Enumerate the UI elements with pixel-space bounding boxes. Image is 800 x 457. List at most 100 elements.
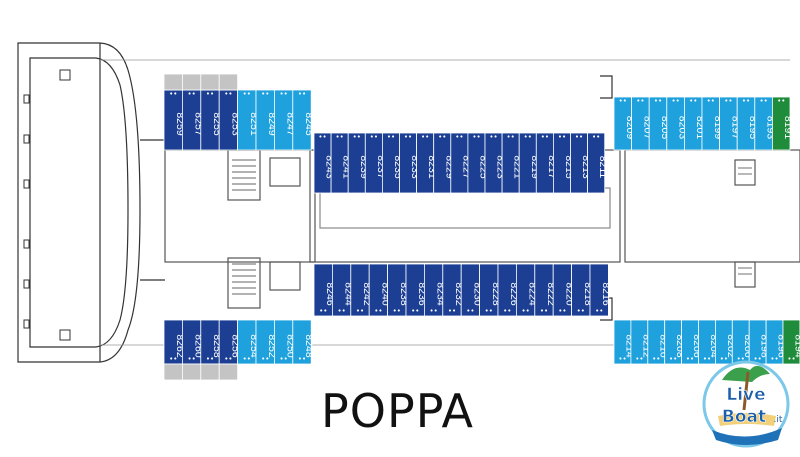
berth-icon: ••: [489, 133, 497, 141]
cabin-number: 8245: [303, 112, 315, 136]
berth-icon: ••: [187, 355, 195, 363]
berth-icon: ••: [206, 355, 214, 363]
berth-icon: ••: [635, 355, 643, 363]
cabin-8191[interactable]: 8191 ••: [772, 96, 794, 151]
berth-icon: ••: [438, 133, 446, 141]
portholes: [23, 69, 71, 341]
berth-icon: ••: [421, 133, 429, 141]
berth-icon: ••: [353, 133, 361, 141]
berth-icon: ••: [393, 307, 401, 315]
berth-icon: ••: [472, 133, 480, 141]
berth-icon: ••: [261, 90, 269, 98]
berth-icon: ••: [319, 307, 327, 315]
berth-icon: ••: [503, 307, 511, 315]
berth-icon: ••: [387, 133, 395, 141]
cabin-8230[interactable]: 8230••: [460, 263, 483, 317]
berth-icon: ••: [724, 97, 732, 105]
berth-icon: ••: [404, 133, 412, 141]
berth-icon: ••: [671, 97, 679, 105]
berth-icon: ••: [558, 307, 566, 315]
berth-icon: ••: [224, 90, 232, 98]
berth-icon: ••: [507, 133, 515, 141]
berth-icon: ••: [754, 355, 762, 363]
berth-icon: ••: [455, 133, 463, 141]
berth-icon: ••: [374, 307, 382, 315]
logo-text-suffix: .it: [774, 415, 783, 425]
berth-icon: ••: [619, 97, 627, 105]
cabin-balcony: [218, 363, 238, 381]
berth-icon: ••: [742, 97, 750, 105]
berth-icon: ••: [337, 307, 345, 315]
logo-text-live: Live: [726, 385, 765, 405]
berth-icon: ••: [370, 133, 378, 141]
cabin-8259[interactable]: 8259••: [163, 89, 186, 151]
berth-icon: ••: [577, 307, 585, 315]
berth-icon: ••: [720, 355, 728, 363]
logo-text-boat: Boat: [722, 407, 766, 427]
cabin-balcony: [181, 363, 202, 381]
berth-icon: ••: [336, 133, 344, 141]
cabin-balcony: [200, 363, 220, 381]
berth-icon: ••: [243, 90, 251, 98]
cabin-balcony: [163, 73, 183, 91]
cabin-number: 8251: [248, 112, 260, 136]
cabin-8239[interactable]: 8239••: [347, 132, 370, 194]
berth-icon: ••: [541, 133, 549, 141]
cabin-8251[interactable]: 8251 ••: [237, 89, 260, 151]
berth-icon: ••: [777, 97, 785, 105]
cabin-8242[interactable]: 8242••: [350, 263, 373, 317]
berth-icon: ••: [575, 133, 583, 141]
cabin-8229[interactable]: 8229••: [433, 132, 456, 194]
cabin-8245[interactable]: 8245••: [292, 89, 315, 151]
berth-icon: ••: [521, 307, 529, 315]
berth-icon: ••: [652, 355, 660, 363]
berth-icon: ••: [689, 97, 697, 105]
berth-icon: ••: [429, 307, 437, 315]
cabin-number: 8254: [248, 334, 260, 358]
berth-icon: ••: [686, 355, 694, 363]
cabin-box: [587, 132, 606, 194]
berth-icon: ••: [169, 355, 177, 363]
cabin-balcony: [163, 363, 183, 381]
deck-title: POPPA: [0, 384, 800, 438]
berth-icon: ••: [356, 307, 364, 315]
berth-icon: ••: [224, 355, 232, 363]
cabin-8211[interactable]: 8211 ••: [587, 132, 610, 194]
cabin-number: 8248: [303, 334, 315, 358]
deck-title-text: POPPA: [321, 384, 474, 438]
berth-icon: ••: [787, 355, 795, 363]
berth-icon: ••: [759, 97, 767, 105]
berth-icon: ••: [558, 133, 566, 141]
cabin-number: 8191: [782, 116, 794, 140]
cabin-8194[interactable]: 8194••: [782, 319, 800, 365]
cabin-box: [589, 263, 609, 317]
cabin-8250[interactable]: 8250••: [273, 319, 297, 365]
cabin-8254[interactable]: 8254••: [237, 319, 260, 365]
berth-icon: ••: [485, 307, 493, 315]
cabin-8216[interactable]: 8216••: [589, 263, 612, 317]
berth-icon: ••: [411, 307, 419, 315]
berth-icon: ••: [187, 90, 195, 98]
berth-icon: ••: [466, 307, 474, 315]
berth-icon: ••: [703, 355, 711, 363]
berth-icon: ••: [261, 355, 269, 363]
berth-icon: ••: [669, 355, 677, 363]
liveboat-logo: Live Boat .it: [702, 360, 790, 448]
cabin-8248[interactable]: 8248••: [292, 319, 315, 365]
cabin-box: [292, 319, 312, 365]
berth-icon: ••: [206, 90, 214, 98]
berth-icon: ••: [707, 97, 715, 105]
berth-icon: ••: [298, 355, 306, 363]
berth-icon: ••: [169, 90, 177, 98]
cabin-8222[interactable]: 8222••: [534, 263, 557, 317]
cabin-box: [292, 89, 312, 151]
cabin-balcony: [181, 73, 202, 91]
berth-icon: ••: [448, 307, 456, 315]
berth-icon: ••: [595, 307, 603, 315]
cabin-8256[interactable]: 8256••: [218, 319, 241, 365]
cabin-number: 8211: [597, 156, 609, 179]
berth-icon: ••: [770, 355, 778, 363]
berth-icon: ••: [540, 307, 548, 315]
berth-icon: ••: [592, 133, 600, 141]
berth-icon: ••: [737, 355, 745, 363]
